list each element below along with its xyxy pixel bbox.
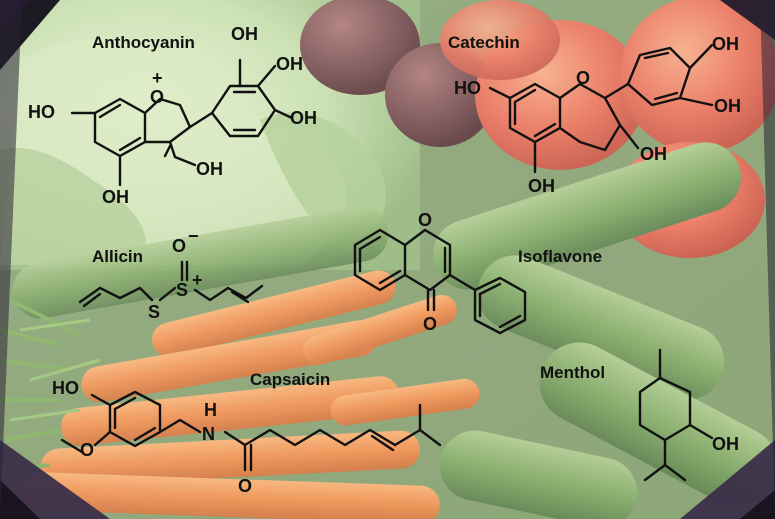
isoflavone-label: Isoflavone bbox=[518, 247, 602, 266]
isoflavone-ring-oxygen: O bbox=[418, 210, 432, 230]
capsaicin-structure: Capsaicin HO O H N O bbox=[52, 370, 442, 496]
catechin-ho-left: HO bbox=[454, 78, 481, 98]
anthocyanin-oh-right-upper: OH bbox=[276, 54, 303, 74]
catechin-oh-top: OH bbox=[712, 34, 739, 54]
allicin-structure: Allicin O − S + S bbox=[78, 226, 264, 322]
anthocyanin-oh-bottom: OH bbox=[102, 187, 129, 207]
allicin-oxygen: O bbox=[172, 236, 186, 256]
capsaicin-hydroxyl: HO bbox=[52, 378, 79, 398]
allicin-sulfur: S bbox=[148, 302, 160, 322]
menthol-structure: Menthol OH bbox=[540, 348, 739, 482]
catechin-ring-oxygen: O bbox=[576, 68, 590, 88]
capsaicin-nitrogen: N bbox=[202, 424, 215, 444]
catechin-oh-ring-c: OH bbox=[640, 144, 667, 164]
anthocyanin-ho-left: HO bbox=[28, 102, 55, 122]
isoflavone-structure: Isoflavone O O bbox=[353, 210, 602, 335]
anthocyanin-oh-right-lower: OH bbox=[290, 108, 317, 128]
catechin-label: Catechin bbox=[448, 33, 520, 52]
capsaicin-methoxy-oxygen: O bbox=[80, 440, 94, 460]
catechin-structure: Catechin OH OH HO O OH OH bbox=[448, 33, 741, 196]
anthocyanin-label: Anthocyanin bbox=[92, 33, 195, 52]
allicin-negative-charge: − bbox=[188, 226, 199, 246]
anthocyanin-positive-charge: + bbox=[152, 68, 163, 88]
anthocyanin-oh-ring-c: OH bbox=[196, 159, 223, 179]
capsaicin-label: Capsaicin bbox=[250, 370, 330, 389]
menthol-hydroxyl: OH bbox=[712, 434, 739, 454]
menthol-label: Menthol bbox=[540, 363, 605, 382]
allicin-sulfur-oxide: S bbox=[176, 280, 188, 300]
isoflavone-carbonyl-oxygen: O bbox=[423, 314, 437, 334]
anthocyanin-oh-top: OH bbox=[231, 24, 258, 44]
anthocyanin-structure: Anthocyanin OH OH HO OH O + OH OH bbox=[28, 24, 317, 207]
allicin-label: Allicin bbox=[92, 247, 143, 266]
catechin-oh-bottom: OH bbox=[528, 176, 555, 196]
anthocyanin-ring-oxygen: O bbox=[150, 87, 164, 107]
allicin-positive-charge: + bbox=[192, 270, 203, 290]
capsaicin-amide-hydrogen: H bbox=[204, 400, 217, 420]
capsaicin-carbonyl-oxygen: O bbox=[238, 476, 252, 496]
catechin-oh-right: OH bbox=[714, 96, 741, 116]
